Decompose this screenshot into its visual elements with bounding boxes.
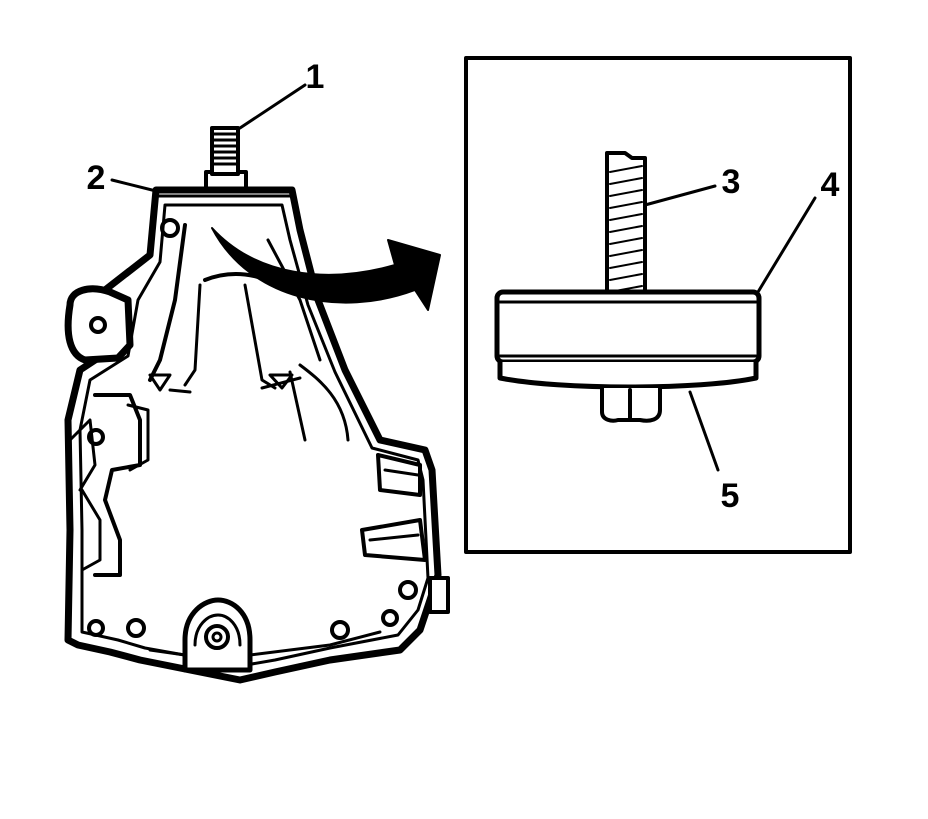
leader-5 (688, 390, 720, 472)
housing-hole (160, 218, 180, 238)
leader-4 (756, 196, 817, 294)
left-mount-ear (64, 285, 134, 364)
leader-3 (643, 184, 717, 207)
callout-1: 1 (305, 58, 325, 96)
housing-inner-rim (78, 203, 430, 668)
leader-1 (238, 83, 307, 130)
bottom-boss (182, 597, 253, 673)
callout-3: 3 (721, 163, 741, 201)
callout-4: 4 (820, 166, 840, 204)
leader-2 (110, 178, 162, 194)
callout-2: 2 (86, 159, 106, 197)
top-stud (210, 126, 240, 176)
callout-5: 5 (720, 477, 740, 515)
inset-stud (605, 151, 647, 300)
lower-nut (600, 386, 662, 423)
pointer-arrow (211, 227, 441, 311)
mount-pad (494, 289, 762, 390)
